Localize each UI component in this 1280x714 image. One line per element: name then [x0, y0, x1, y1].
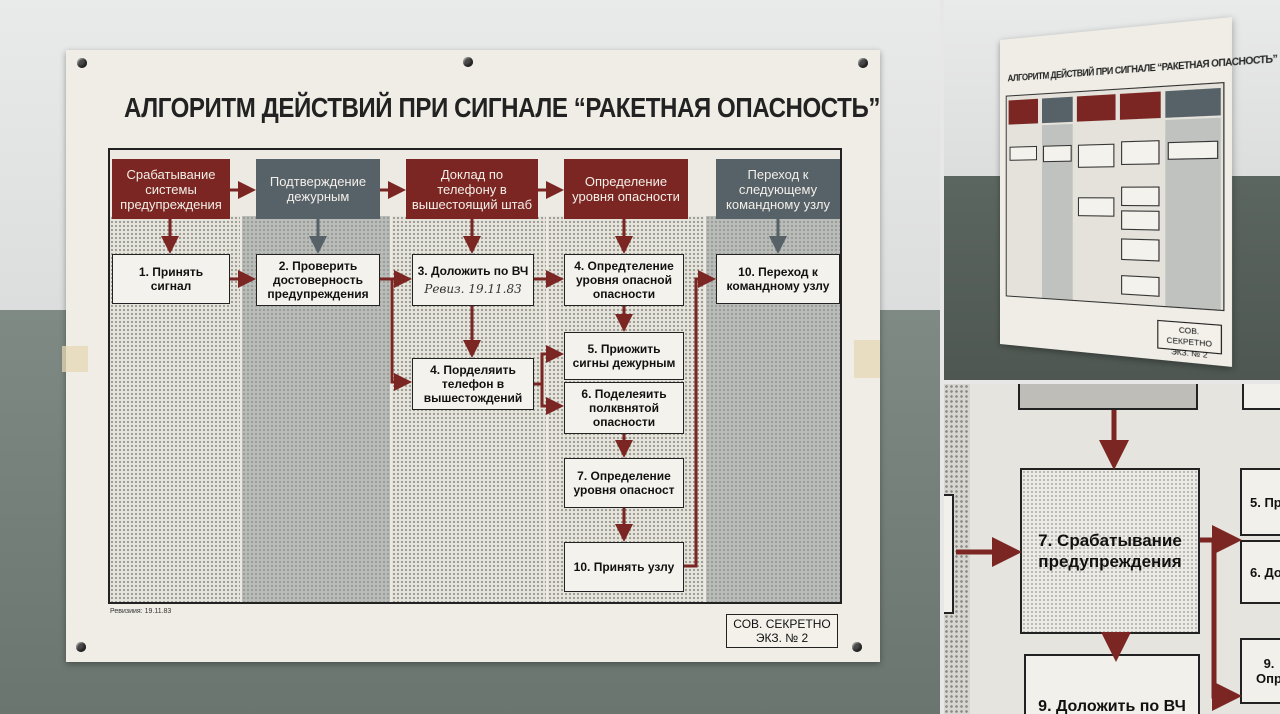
- tape: [854, 340, 880, 378]
- header-next-node: Переход к следующему командному узлу: [716, 159, 840, 219]
- header-duty-confirm: Подтверждение дежурным: [256, 159, 380, 219]
- angled-photo: АЛГОРИТМ ДЕЙСТВИЙ ПРИ СИГНАЛЕ “РАКЕТНАЯ …: [944, 0, 1280, 380]
- side-poster: АЛГОРИТМ ДЕЙСТВИЙ ПРИ СИГНАЛЕ “РАКЕТНАЯ …: [1000, 17, 1277, 367]
- side-secret-stamp: СОВ. СЕКРЕТНО ЭКЗ. № 2: [1157, 319, 1223, 360]
- step-danger-define: 4. Опредтеление уровня опасной опасности: [564, 254, 684, 306]
- side-box: [1121, 186, 1160, 207]
- side-chart: [1005, 81, 1225, 312]
- pin: [858, 58, 868, 68]
- panel-divider: [940, 0, 944, 714]
- step-level-define: 7. Определение уровня опасност: [564, 458, 684, 508]
- secret-stamp: СОВ. СЕКРЕТНО ЭКЗ. № 2: [726, 614, 838, 648]
- zoom-dotted-column: [944, 384, 970, 714]
- zoom-top-box: [1018, 384, 1198, 410]
- side-box: [1121, 275, 1160, 297]
- side-box: [1077, 197, 1115, 217]
- poster-title: АЛГОРИТМ ДЕЙСТВИЙ ПРИ СИГНАЛЕ “РАКЕТНАЯ …: [124, 92, 880, 123]
- flowchart: Срабатывание системы предупреждения Подт…: [108, 148, 842, 604]
- main-photo: АЛГОРИТМ ДЕЙСТВИЙ ПРИ СИГНАЛЕ “РАКЕТНАЯ …: [0, 0, 940, 714]
- zoom-top-box-right: [1242, 384, 1280, 410]
- side-hdr: [1008, 98, 1039, 125]
- step-accept-signal: 1. Принять сигнал: [112, 254, 230, 304]
- zoom-side-9: 9. Опр: [1240, 638, 1280, 704]
- side-box: [1121, 140, 1160, 166]
- side-hdr: [1165, 87, 1221, 118]
- side-hdr: [1076, 94, 1116, 122]
- poster: АЛГОРИТМ ДЕЙСТВИЙ ПРИ СИГНАЛЕ “РАКЕТНАЯ …: [62, 50, 880, 662]
- stamp-line2: ЭКЗ. № 2: [755, 631, 809, 645]
- step-accept-node: 10. Принять узлу: [564, 542, 684, 592]
- side-hdr: [1042, 96, 1073, 124]
- panel-divider: [944, 380, 1280, 384]
- zoom-step-9: 9. Доложить по ВЧ: [1024, 654, 1200, 714]
- step-report-hf-label: 3. Доложить по ВЧ: [417, 264, 529, 278]
- handwritten-revision: Ревиз. 19.11.83: [424, 282, 522, 296]
- side-box: [1009, 145, 1038, 161]
- step-danger-received: 6. Поделеяить полквнятой опасности: [564, 382, 684, 434]
- side-box: [1121, 210, 1160, 231]
- pin: [76, 642, 86, 652]
- zoom-side-5: 5. Пр: [1240, 468, 1280, 536]
- pin: [463, 57, 473, 67]
- header-report-phone: Доклад по телефону в вышестоящий штаб: [406, 159, 538, 219]
- pin: [852, 642, 862, 652]
- tape: [62, 346, 88, 372]
- side-box: [1121, 238, 1160, 262]
- side-box: [1167, 140, 1219, 160]
- pin: [77, 58, 87, 68]
- step-check-validity: 2. Проверить достоверность предупреждени…: [256, 254, 380, 306]
- side-box: [1043, 144, 1072, 163]
- header-warning-system: Срабатывание системы предупреждения: [112, 159, 230, 219]
- step-duty-signals: 5. Приожить сигны дежурным: [564, 332, 684, 380]
- step-transfer-node: 10. Переход к командному узлу: [716, 254, 840, 304]
- header-danger-level: Определение уровня опасности: [564, 159, 688, 219]
- zoom-left-box: [944, 494, 954, 614]
- side-box: [1077, 143, 1115, 168]
- zoom-side-6: 6. До: [1240, 540, 1280, 604]
- stamp-line1: СОВ. СЕКРЕТНО: [733, 617, 831, 631]
- revision-note: Ревизиия: 19.11.83: [110, 608, 172, 615]
- step-phone-define: 4. Порделяить телефон в вышестождений: [412, 358, 534, 410]
- zoom-step-7: 7. Срабатывание предупреждения: [1020, 468, 1200, 634]
- side-hdr: [1119, 91, 1161, 120]
- zoom-photo: 7. Срабатывание предупреждения 9. Доложи…: [944, 384, 1280, 714]
- step-report-hf: 3. Доложить по ВЧ Ревиз. 19.11.83: [412, 254, 534, 306]
